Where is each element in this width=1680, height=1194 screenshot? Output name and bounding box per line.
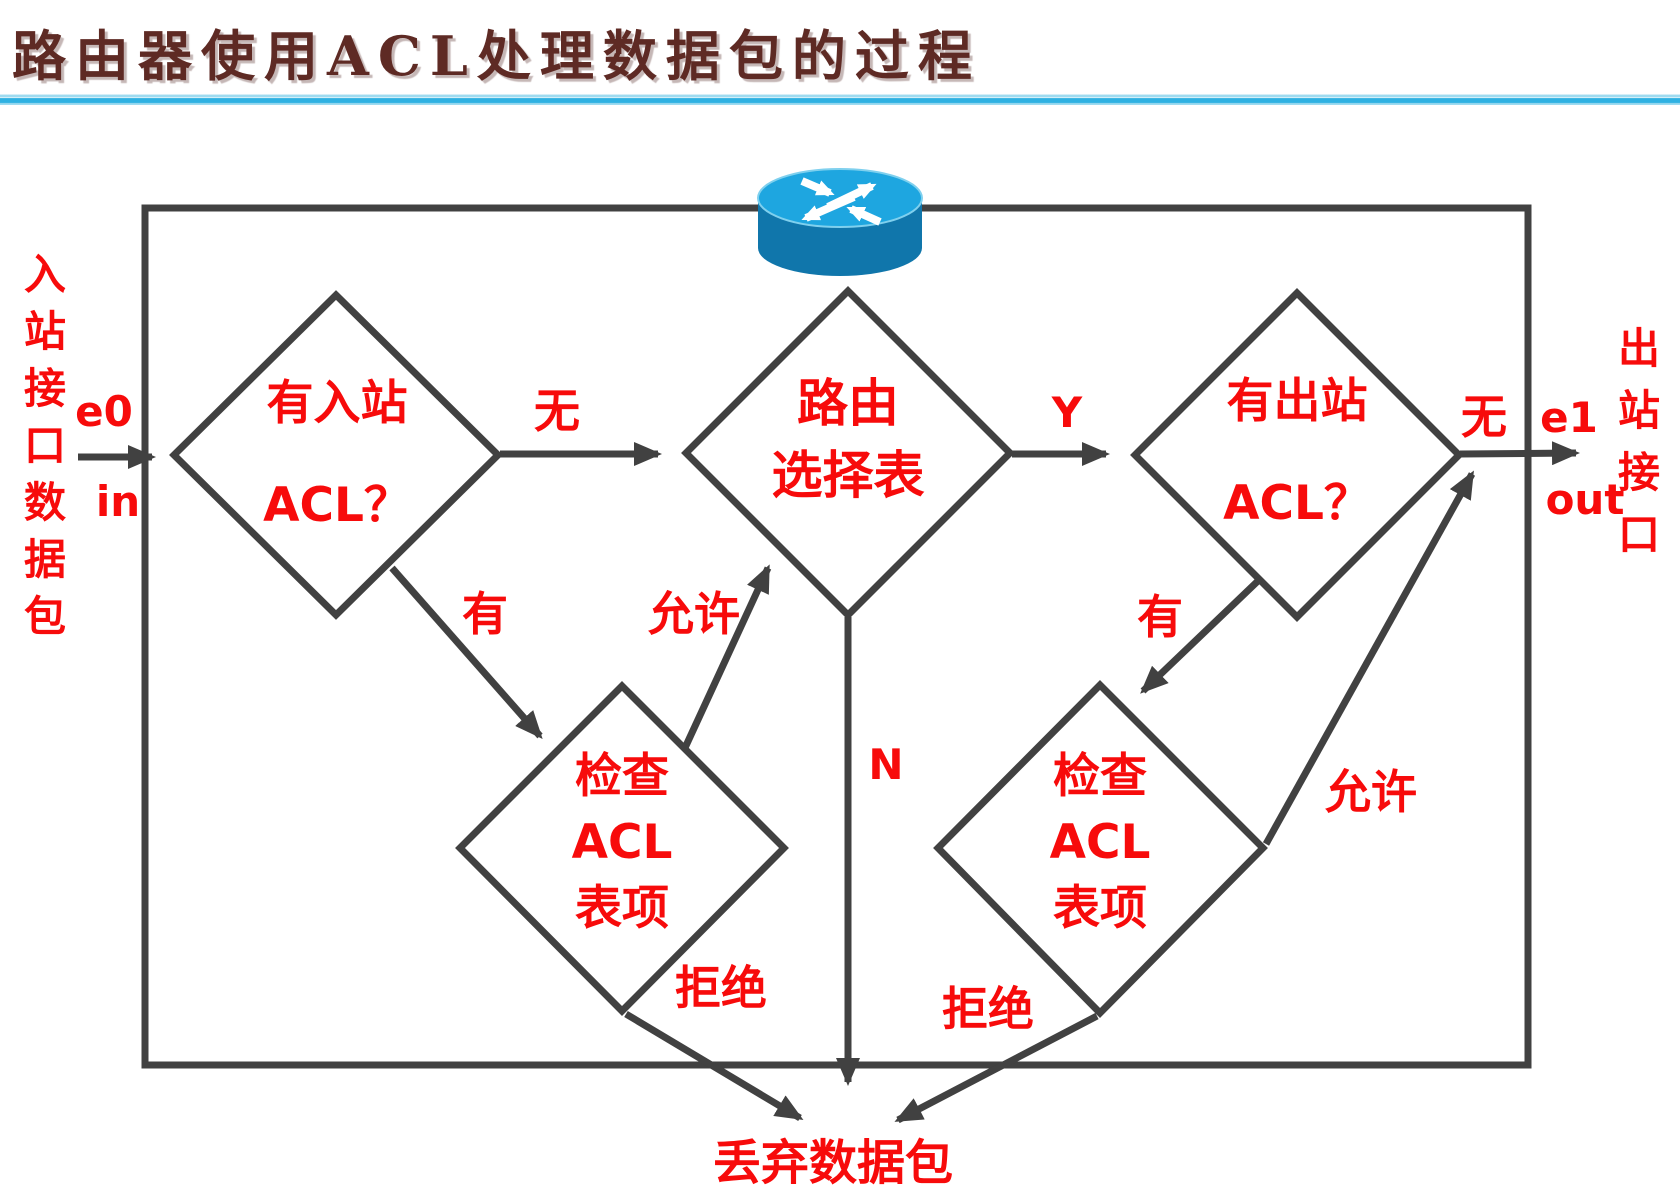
arrow-deny-out — [894, 1012, 1099, 1124]
inbound-interface-label: 入站接口数据包 — [23, 250, 66, 641]
diamond-routing-table — [681, 286, 1015, 620]
edge-label-no-inbound: 无 — [534, 384, 580, 438]
drop-packet-label: 丢弃数据包 — [712, 1135, 954, 1191]
router-icon — [757, 168, 923, 276]
inbound-port-label: e0 — [75, 387, 133, 436]
edge-label-deny-in: 拒绝 — [675, 961, 767, 1015]
node-check-acl-out-label: 检查 ACL 表项 — [1050, 744, 1151, 942]
inbound-direction-label: in — [95, 477, 141, 526]
arrow-has-outbound-acl — [1140, 576, 1263, 694]
router-arrow-in-se — [800, 177, 835, 197]
outbound-port-label: e1 — [1540, 393, 1598, 442]
edge-label-permit-out: 允许 — [1325, 765, 1417, 819]
router-arrow-in-nw — [846, 205, 882, 226]
arrow-out — [1459, 441, 1580, 466]
node-inbound-acl-line2: ACL？ — [263, 478, 411, 533]
node-outbound-acl-line2: ACL？ — [1223, 476, 1371, 531]
router-arrow-sw — [801, 193, 856, 222]
diamond-outbound-acl — [1130, 288, 1464, 622]
title-separator-line — [0, 94, 1680, 105]
edge-label-has-outbound: 有 — [1137, 590, 1183, 644]
edge-label-deny-out: 拒绝 — [942, 982, 1034, 1036]
arrow-has-inbound-acl — [389, 565, 543, 740]
node-inbound-acl-label: 有入站 ACL？ — [263, 353, 411, 557]
node-check-acl-in-line2: ACL — [571, 815, 673, 870]
diamond-check-acl-out — [933, 680, 1268, 1018]
page-title: 路由器使用ACL处理数据包的过程 — [12, 24, 981, 88]
edge-label-no-outbound: 无 — [1461, 390, 1507, 444]
arrow-permit-in — [680, 564, 772, 752]
edge-label-route-no: N — [868, 740, 904, 789]
edge-label-has-inbound: 有 — [462, 587, 508, 641]
node-check-acl-in-label: 检查 ACL 表项 — [572, 744, 673, 942]
node-routing-table-line2: 选择表 — [771, 447, 925, 506]
node-check-acl-out-line2: ACL — [1049, 815, 1151, 870]
arrow-permit-out — [1262, 470, 1476, 846]
node-check-acl-in-line3: 表项 — [574, 881, 669, 936]
node-routing-table-label: 路由 选择表 — [771, 369, 924, 513]
node-check-acl-in-line1: 检查 — [574, 749, 669, 804]
edge-label-permit-in: 允许 — [648, 587, 740, 641]
diamond-check-acl-in — [455, 681, 789, 1016]
arrow-deny-in — [624, 1010, 804, 1122]
node-check-acl-out-line1: 检查 — [1052, 749, 1147, 804]
node-outbound-acl-label: 有出站 ACL？ — [1223, 351, 1371, 555]
node-inbound-acl-line1: 有入站 — [266, 376, 408, 431]
outbound-interface-label: 出站接口 — [1617, 324, 1660, 559]
diamond-inbound-acl — [169, 290, 503, 620]
outbound-direction-label: out — [1545, 475, 1625, 524]
node-check-acl-out-line3: 表项 — [1052, 881, 1147, 936]
node-outbound-acl-line1: 有出站 — [1226, 374, 1368, 429]
edge-label-route-yes: Y — [1051, 388, 1083, 437]
node-routing-table-line1: 路由 — [796, 375, 900, 434]
